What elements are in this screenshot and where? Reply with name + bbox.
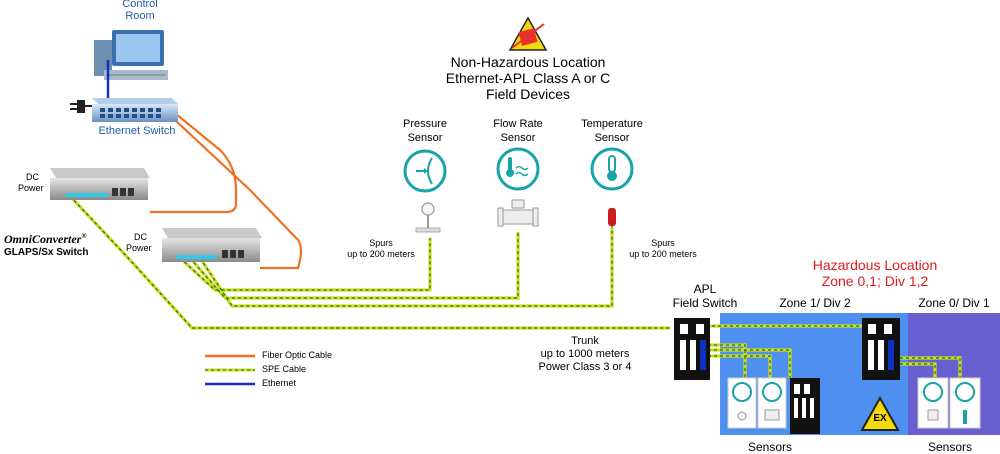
flowmeter-device [497, 199, 539, 227]
glaps-switch-2 [162, 228, 262, 262]
flow-rate-sensor-icon [496, 147, 540, 191]
zone0-sensor-cards [917, 377, 981, 429]
zone0-sensors-label: Sensors [927, 440, 973, 454]
zone1-label: Zone 1/ Div 2 [779, 296, 851, 310]
ex-zone-text: EX [873, 413, 887, 424]
legend-lines [205, 354, 255, 386]
computer-icon [94, 30, 168, 80]
apl-field-switch-2 [862, 318, 900, 380]
legend-spe-label: SPE Cable [262, 364, 307, 374]
power-plug-icon [70, 100, 92, 113]
omniconverter-label: OmniConverter® GLAPS/Sx Switch [4, 232, 89, 258]
legend-fiber-label: Fiber Optic Cable [262, 350, 333, 360]
ethernet-switch-icon [92, 98, 178, 122]
temperature-sensor-icon [590, 147, 634, 191]
thermometer-device [608, 208, 616, 228]
zone0-label: Zone 0/ Div 1 [918, 296, 990, 310]
zone1-io-module [790, 378, 820, 434]
fiber-cables [150, 113, 303, 270]
legend-ethernet-label: Ethernet [262, 378, 297, 388]
zone1-sensors-label: Sensors [747, 440, 793, 454]
ex-zone-warning-icon [860, 395, 900, 431]
apl-field-switch-1 [674, 318, 710, 380]
glaps-switch-1 [50, 168, 150, 200]
zone1-sensor-cards [727, 377, 787, 429]
spe-cables [68, 194, 962, 378]
pressure-sensor-icon [403, 149, 447, 193]
ethernet-switch-label: Ethernet Switch [98, 125, 176, 137]
ex-warning-icon [508, 16, 548, 51]
pressure-gauge-device [415, 202, 441, 233]
